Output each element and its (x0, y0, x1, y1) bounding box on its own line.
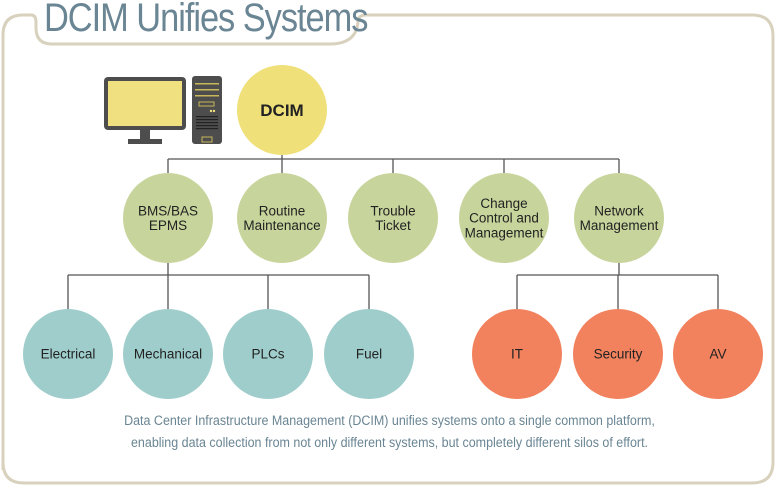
bms-child-plcs-shape (223, 309, 313, 399)
level1-node-trouble-label: Trouble (370, 203, 415, 218)
level1-node-network-label: Management (580, 218, 659, 233)
caption-line-1: Data Center Infrastructure Management (D… (124, 413, 655, 429)
network-child-it-label: IT (511, 347, 523, 362)
level1-node-routine-label: Routine (259, 203, 306, 218)
level1-node-bms-label: EPMS (149, 218, 187, 233)
bms-child-plcs-label: PLCs (251, 347, 284, 362)
bms-child-fuel-label: Fuel (356, 347, 382, 362)
level1-node-change-label: Change (480, 196, 527, 211)
bms-child-mechanical: Mechanical (123, 309, 213, 399)
network-child-av: AV (673, 309, 763, 399)
level1-node-bms-shape (123, 173, 213, 263)
bms-child-mechanical-shape (123, 309, 213, 399)
caption-line-2: enabling data collection from not only d… (130, 435, 649, 451)
level1-node-routine-label: Maintenance (243, 218, 320, 233)
connectors (67, 150, 719, 312)
root-node-dcim-shape (237, 65, 327, 155)
network-child-it-shape (472, 309, 562, 399)
nodes: DCIMBMS/BASEPMSRoutineMaintenanceTrouble… (23, 65, 763, 399)
bms-child-electrical: Electrical (23, 309, 113, 399)
network-child-security-label: Security (594, 347, 643, 362)
bms-child-electrical-shape (23, 309, 113, 399)
bms-child-fuel-shape (324, 309, 414, 399)
network-child-it: IT (472, 309, 562, 399)
frame-border (1, 13, 775, 485)
network-child-av-shape (673, 309, 763, 399)
root-node-dcim: DCIM (237, 65, 327, 155)
bms-child-electrical-label: Electrical (41, 347, 96, 362)
level1-node-trouble-shape (348, 173, 438, 263)
level1-node-change-label: Management (465, 225, 544, 240)
level1-node-bms-label: BMS/BAS (138, 203, 198, 218)
level1-node-change-label: Control and (469, 211, 539, 226)
network-child-av-label: AV (709, 347, 726, 362)
level1-node-trouble-label: Ticket (375, 218, 411, 233)
network-child-security-shape (573, 309, 663, 399)
root-node-dcim-label: DCIM (260, 101, 303, 120)
bms-child-plcs: PLCs (223, 309, 313, 399)
level1-node-routine-shape (237, 173, 327, 263)
bms-child-fuel: Fuel (324, 309, 414, 399)
bms-child-mechanical-label: Mechanical (134, 347, 202, 362)
page-title: DCIM Unifies Systems (44, 0, 368, 40)
level1-node-network-shape (574, 173, 664, 263)
desktop-computer-icon (104, 76, 222, 144)
level1-node-network-label: Network (594, 203, 644, 218)
level1-node-change-shape (459, 173, 549, 263)
network-child-security: Security (573, 309, 663, 399)
